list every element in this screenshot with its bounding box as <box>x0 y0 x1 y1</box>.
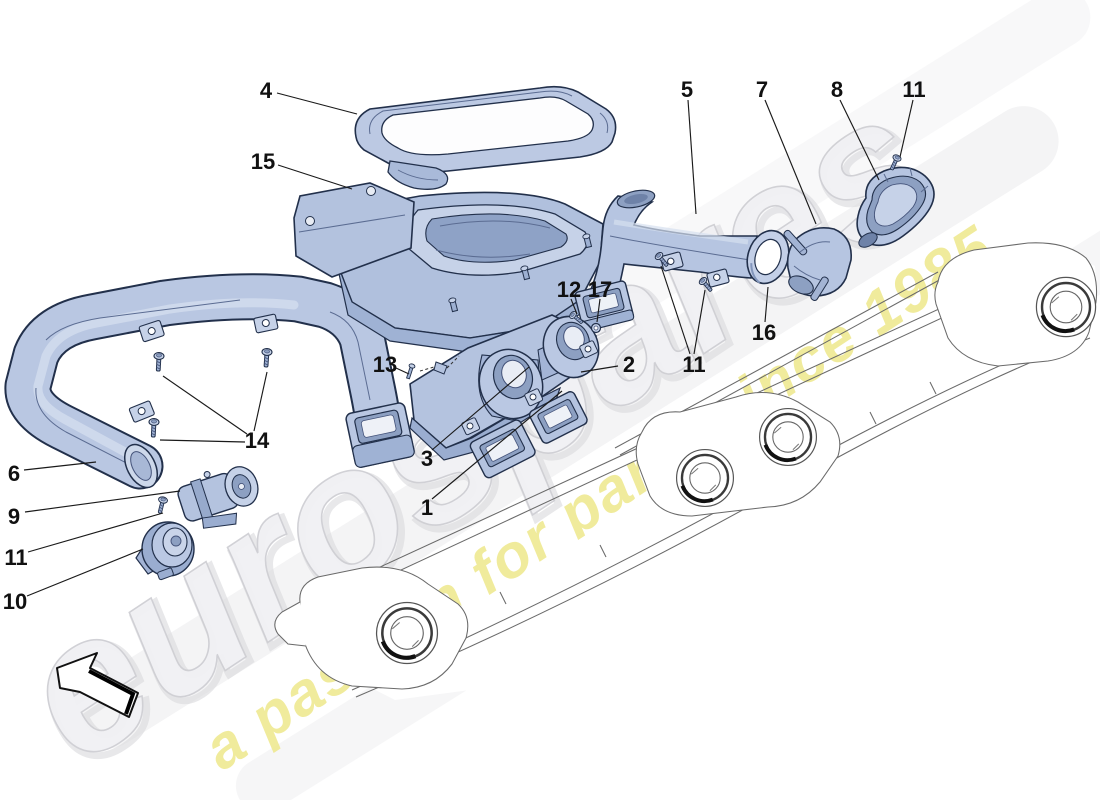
dashboard-vent-knob <box>757 406 819 468</box>
callout-11b-label: 11 <box>682 352 705 377</box>
callout-8-label: 8 <box>831 77 843 102</box>
callout-8-leader <box>839 99 880 181</box>
part-4-gasket-frame <box>354 85 617 190</box>
part-8-upper-duct <box>856 166 935 248</box>
callout-7-label: 7 <box>756 77 768 102</box>
part-7-elbow-duct <box>783 227 852 301</box>
part-13-pin <box>405 355 460 380</box>
part-14-screw <box>147 417 160 438</box>
dashboard-vent-knob <box>674 447 736 509</box>
callout-11a-leader <box>899 99 914 158</box>
callout-12-leader <box>570 298 578 315</box>
callout-4-label: 4 <box>260 78 273 103</box>
callout-2-label: 2 <box>623 352 635 377</box>
callout-3-label: 3 <box>421 446 433 471</box>
callout-13-label: 13 <box>373 352 397 377</box>
part-5-mount-tab <box>660 251 684 272</box>
part-17-washer <box>590 322 602 334</box>
callout-13-leader <box>395 367 410 375</box>
part-15-air-box <box>293 182 604 353</box>
callout-12-label: 12 <box>557 277 581 302</box>
dashboard-vent-knob <box>1036 277 1095 336</box>
part-6-mount-tab <box>128 400 155 423</box>
part-16-seal-ring <box>746 229 790 285</box>
part-2-mount-tabs <box>461 340 599 436</box>
part-14-screw <box>152 351 165 372</box>
part-2-vent-assembly <box>409 314 600 479</box>
callout-3-leader <box>431 366 530 451</box>
callout-10-leader <box>26 548 144 597</box>
part-6-mount-tab <box>138 320 165 343</box>
callout-5-label: 5 <box>681 77 693 102</box>
callout-11b-leader <box>660 265 691 355</box>
part-1-vent-left <box>469 419 536 479</box>
callout-6-label: 6 <box>8 461 20 486</box>
callout-14-leader <box>159 439 246 443</box>
part-6-u-duct <box>4 273 415 490</box>
part-15-bracket <box>293 182 415 278</box>
part-9-actuator <box>177 466 259 529</box>
callout-16-leader <box>764 286 769 323</box>
part-5-duct <box>574 189 758 332</box>
callout-6-leader <box>23 461 97 471</box>
dashboard-vent-knob <box>377 603 438 664</box>
callout-17-leader <box>596 298 601 323</box>
callout-14-label: 14 <box>245 428 270 453</box>
callout-11a-label: 11 <box>902 77 925 102</box>
part-10-actuator <box>135 521 195 581</box>
callout-14-leader <box>253 371 268 432</box>
callout-11c-label: 11 <box>4 545 27 570</box>
direction-arrow-icon <box>56 652 139 718</box>
part-14-screw <box>260 347 273 368</box>
callout-10-label: 10 <box>3 589 27 614</box>
part-1-vent-right <box>528 391 588 444</box>
callout-layer: 4 15 5 7 8 11 12 17 16 11 13 2 3 1 14 6 9 11 10 <box>3 77 926 614</box>
part-4-snout <box>387 160 449 190</box>
callout-11c-leader <box>27 512 164 553</box>
callout-16-label: 16 <box>752 320 776 345</box>
part-6-outlet <box>345 402 415 468</box>
dashboard-lineart <box>274 242 1098 700</box>
callout-5-leader <box>687 99 697 215</box>
callout-15-leader <box>277 164 353 190</box>
callout-2-leader <box>580 365 619 373</box>
callout-9-leader <box>24 490 181 513</box>
callout-1-label: 1 <box>421 495 433 520</box>
callout-14-leader <box>162 375 248 435</box>
callout-9-label: 9 <box>8 504 20 529</box>
callout-4-leader <box>276 92 358 115</box>
callout-7-leader <box>764 99 817 225</box>
callout-1-leader <box>431 390 563 500</box>
part-5-mount-tab <box>706 268 730 288</box>
callout-17-label: 17 <box>588 277 612 302</box>
callout-15-label: 15 <box>251 149 275 174</box>
part-6-mount-tab <box>253 313 279 334</box>
callout-11b-leader <box>693 289 706 355</box>
